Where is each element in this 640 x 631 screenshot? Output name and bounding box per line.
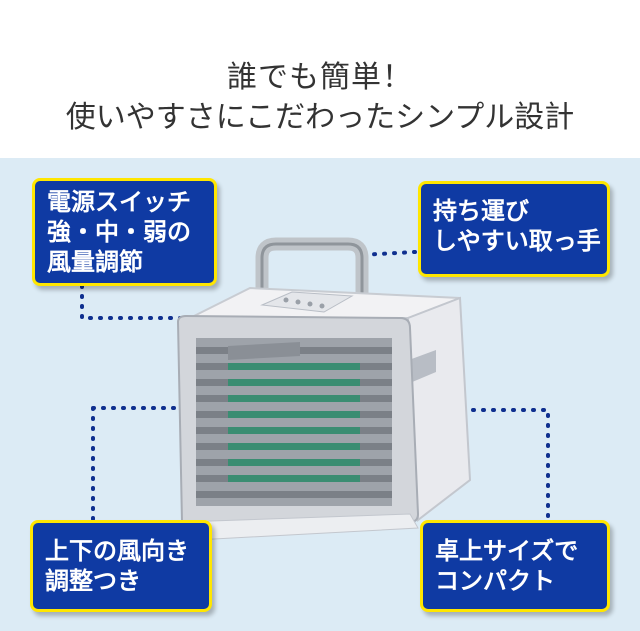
callout-louver-line-1: 上下の風向き bbox=[45, 537, 189, 565]
carry-handle bbox=[255, 237, 369, 312]
callout-power-line-1: 電源スイッチ bbox=[47, 188, 191, 216]
headline-line-1: 誰でも簡単！ bbox=[227, 60, 413, 95]
headline-line-2: 使いやすさにこだわったシンプル設計 bbox=[65, 100, 575, 135]
callout-handle: 持ち運び しやすい取っ手 bbox=[418, 181, 610, 277]
callout-size-line-2: コンパクト bbox=[435, 567, 555, 595]
callout-handle-line-1: 持ち運び bbox=[433, 197, 529, 225]
leader-size bbox=[431, 408, 550, 522]
leader-handle bbox=[358, 250, 417, 257]
control-panel bbox=[260, 291, 354, 313]
control-buttons bbox=[283, 297, 325, 309]
callout-louver-line-2: 調整つき bbox=[45, 567, 141, 595]
callout-handle-line-2: しやすい取っ手 bbox=[433, 227, 601, 255]
callout-power-line-3: 風量調節 bbox=[47, 248, 143, 276]
callout-power-line-2: 強・中・弱の bbox=[47, 218, 191, 246]
callout-size: 卓上サイズで コンパクト bbox=[420, 520, 610, 612]
front-grille bbox=[196, 338, 392, 506]
callout-power-switch: 電源スイッチ 強・中・弱の 風量調節 bbox=[32, 178, 217, 286]
callout-size-line-1: 卓上サイズで bbox=[435, 537, 579, 565]
callout-louver: 上下の風向き 調整つき bbox=[30, 520, 212, 612]
